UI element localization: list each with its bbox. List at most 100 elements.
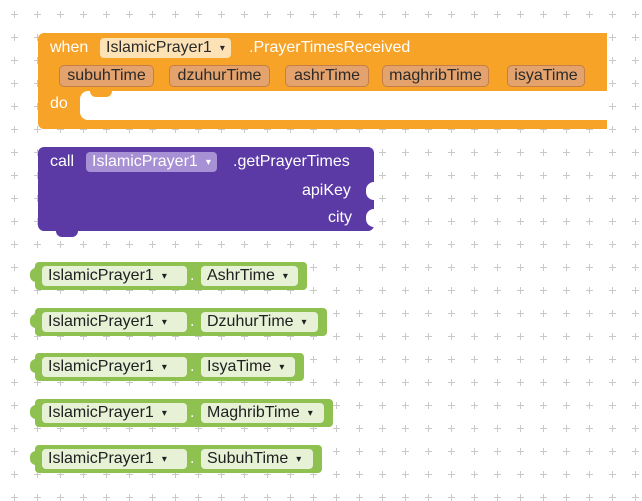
grid-plus-mark	[333, 333, 340, 340]
grid-plus-mark	[379, 172, 386, 179]
getter-block-ashr-time[interactable]: IslamicPrayer1 ▾ . AshrTime ▾	[30, 262, 307, 290]
grid-plus-mark	[448, 287, 455, 294]
grid-plus-mark	[632, 402, 639, 409]
grid-plus-mark	[471, 402, 478, 409]
component-dropdown[interactable]: IslamicPrayer1 ▾	[42, 357, 187, 377]
property-dropdown[interactable]: IsyaTime ▾	[201, 357, 295, 377]
grid-plus-mark	[195, 379, 202, 386]
grid-plus-mark	[310, 425, 317, 432]
chevron-down-icon: ▾	[161, 453, 167, 465]
grid-plus-mark	[632, 425, 639, 432]
grid-plus-mark	[448, 494, 455, 501]
arg-label-city: city	[328, 209, 352, 226]
grid-plus-mark	[218, 471, 225, 478]
grid-plus-mark	[494, 379, 501, 386]
grid-plus-mark	[149, 425, 156, 432]
component-dropdown[interactable]: IslamicPrayer1 ▾	[42, 312, 187, 332]
grid-plus-mark	[471, 425, 478, 432]
grid-plus-mark	[172, 126, 179, 133]
grid-plus-mark	[632, 57, 639, 64]
getter-block-maghrib-time[interactable]: IslamicPrayer1 ▾ . MaghribTime ▾	[30, 399, 333, 427]
grid-plus-mark	[563, 149, 570, 156]
getter-block-subuh-time[interactable]: IslamicPrayer1 ▾ . SubuhTime ▾	[30, 445, 322, 473]
grid-plus-mark	[517, 379, 524, 386]
grid-plus-mark	[126, 333, 133, 340]
grid-plus-mark	[471, 126, 478, 133]
grid-plus-mark	[195, 425, 202, 432]
grid-plus-mark	[563, 287, 570, 294]
grid-plus-mark	[402, 379, 409, 386]
event-block-prayer-times-received[interactable]: when IslamicPrayer1 ▾ .PrayerTimesReceiv…	[38, 33, 607, 129]
grid-plus-mark	[632, 34, 639, 41]
param-maghrib-time[interactable]: maghribTime	[382, 65, 489, 87]
grid-plus-mark	[195, 333, 202, 340]
property-dropdown[interactable]: MaghribTime ▾	[201, 403, 324, 423]
grid-plus-mark	[34, 80, 41, 87]
call-block-get-prayer-times[interactable]: call IslamicPrayer1 ▾ .getPrayerTimes ap…	[38, 147, 375, 237]
grid-plus-mark	[448, 218, 455, 225]
grid-plus-mark	[448, 126, 455, 133]
getter-block-dzuhur-time[interactable]: IslamicPrayer1 ▾ . DzuhurTime ▾	[30, 308, 327, 336]
do-statement-slot[interactable]	[80, 91, 607, 120]
grid-plus-mark	[425, 402, 432, 409]
param-subuh-time[interactable]: subuhTime	[59, 65, 154, 87]
grid-plus-mark	[356, 11, 363, 18]
component-name: IslamicPrayer1	[48, 404, 154, 421]
grid-plus-mark	[356, 287, 363, 294]
grid-plus-mark	[379, 356, 386, 363]
param-isya-time[interactable]: isyaTime	[507, 65, 585, 87]
param-label: ashrTime	[293, 67, 361, 84]
component-name: IslamicPrayer1	[48, 450, 154, 467]
grid-plus-mark	[540, 195, 547, 202]
grid-plus-mark	[218, 126, 225, 133]
grid-plus-mark	[471, 218, 478, 225]
grid-plus-mark	[540, 218, 547, 225]
grid-plus-mark	[540, 287, 547, 294]
component-dropdown[interactable]: IslamicPrayer1 ▾	[42, 449, 187, 469]
property-dropdown[interactable]: AshrTime ▾	[201, 266, 298, 286]
grid-plus-mark	[517, 172, 524, 179]
component-dropdown[interactable]: IslamicPrayer1 ▾	[42, 403, 187, 423]
property-dropdown[interactable]: DzuhurTime ▾	[201, 312, 318, 332]
component-dropdown[interactable]: IslamicPrayer1 ▾	[42, 266, 187, 286]
grid-plus-mark	[448, 356, 455, 363]
grid-plus-mark	[425, 356, 432, 363]
grid-plus-mark	[103, 287, 110, 294]
grid-plus-mark	[57, 241, 64, 248]
arg-socket-city[interactable]	[366, 209, 375, 227]
grid-plus-mark	[287, 126, 294, 133]
component-dropdown[interactable]: IslamicPrayer1 ▾	[86, 152, 217, 172]
grid-plus-mark	[563, 241, 570, 248]
arg-socket-api-key[interactable]	[366, 182, 375, 200]
grid-plus-mark	[333, 425, 340, 432]
grid-plus-mark	[494, 264, 501, 271]
component-dropdown[interactable]: IslamicPrayer1 ▾	[100, 38, 231, 58]
grid-plus-mark	[425, 172, 432, 179]
grid-plus-mark	[425, 494, 432, 501]
getter-block-isya-time[interactable]: IslamicPrayer1 ▾ . IsyaTime ▾	[30, 353, 304, 381]
grid-plus-mark	[103, 11, 110, 18]
grid-plus-mark	[632, 356, 639, 363]
grid-plus-mark	[586, 494, 593, 501]
grid-plus-mark	[218, 425, 225, 432]
chevron-down-icon: ▾	[279, 361, 285, 373]
grid-plus-mark	[563, 11, 570, 18]
param-ashr-time[interactable]: ashrTime	[285, 65, 369, 87]
grid-plus-mark	[609, 356, 616, 363]
grid-plus-mark	[310, 11, 317, 18]
grid-plus-mark	[333, 11, 340, 18]
grid-plus-mark	[517, 310, 524, 317]
grid-plus-mark	[471, 287, 478, 294]
grid-plus-mark	[172, 425, 179, 432]
grid-plus-mark	[494, 356, 501, 363]
grid-plus-mark	[494, 310, 501, 317]
grid-plus-mark	[448, 264, 455, 271]
grid-plus-mark	[11, 172, 18, 179]
grid-plus-mark	[609, 264, 616, 271]
grid-plus-mark	[494, 402, 501, 409]
grid-plus-mark	[563, 494, 570, 501]
grid-plus-mark	[448, 425, 455, 432]
param-dzuhur-time[interactable]: dzuhurTime	[169, 65, 270, 87]
grid-plus-mark	[356, 333, 363, 340]
property-dropdown[interactable]: SubuhTime ▾	[201, 449, 313, 469]
